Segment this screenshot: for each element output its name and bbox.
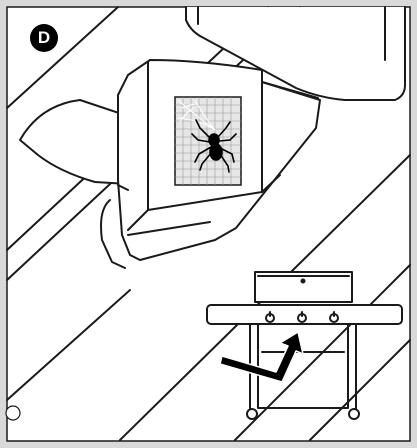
edge-circle bbox=[6, 406, 20, 420]
step-label: D bbox=[29, 23, 59, 53]
spider-screen bbox=[175, 97, 241, 185]
step-badge-icon: D bbox=[29, 23, 59, 53]
